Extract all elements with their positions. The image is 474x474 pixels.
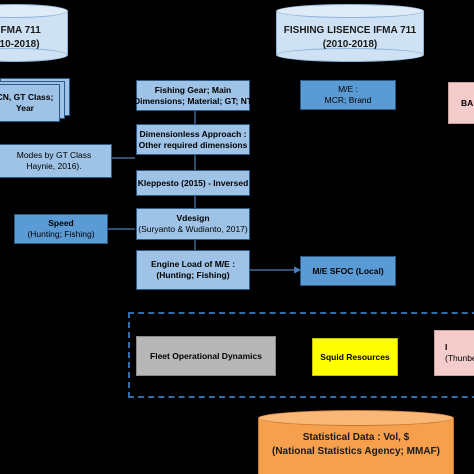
resources-group xyxy=(128,312,474,398)
stack-line2: Year xyxy=(16,103,34,113)
dimensionless-approach-box: Dimensionless Approach : Other required … xyxy=(136,124,250,155)
database-left-title: G IFMA 711 xyxy=(0,25,41,36)
modes-line1: Modes by GT Class xyxy=(16,150,92,161)
squid-label: Squid Resources xyxy=(320,351,390,362)
database-statistical-data: Statistical Data : Vol, $ (National Stat… xyxy=(258,410,454,474)
main-engine-box: M/E : MCR; Brand xyxy=(300,80,396,110)
stack-line1: CN, GT Class; xyxy=(0,92,54,103)
fishing-gear-line2: Dimensions; Material; GT; NT xyxy=(133,95,253,106)
engine-load-line2: (Hunting; Fishing) xyxy=(156,270,230,280)
vdesign-citation: (Suryanto & Wudianto, 2017) xyxy=(138,224,248,234)
partial-group-line2: (Thunbe xyxy=(445,353,474,363)
modes-line2: Haynie, 2016). xyxy=(26,161,82,171)
kleppesto-line1: Kleppesto (2015) - Inversed xyxy=(137,177,249,188)
statistical-data-source: (National Statistics Agency; MMAF) xyxy=(272,445,440,457)
partial-right-text: BA xyxy=(461,97,474,108)
engine-load-line1: Engine Load of M/E : xyxy=(150,259,236,270)
main-engine-line2: MCR; Brand xyxy=(324,95,372,105)
database-left: G IFMA 711 2010-2018) xyxy=(0,4,68,62)
dimensionless-line1: Dimensionless Approach : xyxy=(139,128,247,139)
vdesign-box: Vdesign (Suryanto & Wudianto, 2017) xyxy=(136,208,250,240)
vdesign-title: Vdesign xyxy=(176,213,210,224)
main-engine-line1: M/E : xyxy=(338,84,358,95)
speed-box: Speed (Hunting; Fishing) xyxy=(14,214,108,244)
database-fishing-licence: FISHING LISENCE IFMA 711 (2010-2018) xyxy=(276,4,424,62)
database-fishing-licence-years: (2010-2018) xyxy=(322,38,378,50)
partial-group-box: I (Thunbe xyxy=(434,330,474,376)
speed-sub: (Hunting; Fishing) xyxy=(27,229,95,239)
document-stack: CN, GT Class; Year xyxy=(0,78,70,126)
partial-right-box: BA xyxy=(448,82,474,124)
engine-load-box: Engine Load of M/E : (Hunting; Fishing) xyxy=(136,250,250,290)
fishing-gear-line1: Fishing Gear; Main xyxy=(154,84,232,95)
fleet-label: Fleet Operational Dynamics xyxy=(150,350,262,361)
dimensionless-line2: Other required dimensions xyxy=(138,139,248,150)
fleet-operational-dynamics-box: Fleet Operational Dynamics xyxy=(136,336,276,376)
sfoc-box: M/E SFOC (Local) xyxy=(300,256,396,286)
database-left-years: 2010-2018) xyxy=(0,38,40,50)
sfoc-line1: M/E SFOC (Local) xyxy=(312,265,384,276)
fishing-gear-box: Fishing Gear; Main Dimensions; Material;… xyxy=(133,80,253,111)
database-fishing-licence-title: FISHING LISENCE IFMA 711 xyxy=(283,25,417,36)
kleppesto-box: Kleppesto (2015) - Inversed xyxy=(136,170,250,196)
modes-by-gt-class-box: Modes by GT Class Haynie, 2016). xyxy=(0,144,112,178)
statistical-data-title: Statistical Data : Vol, $ xyxy=(302,432,410,443)
speed-title: Speed xyxy=(48,218,74,229)
squid-resources-box: Squid Resources xyxy=(312,338,398,376)
partial-group-line1: I xyxy=(445,342,448,353)
